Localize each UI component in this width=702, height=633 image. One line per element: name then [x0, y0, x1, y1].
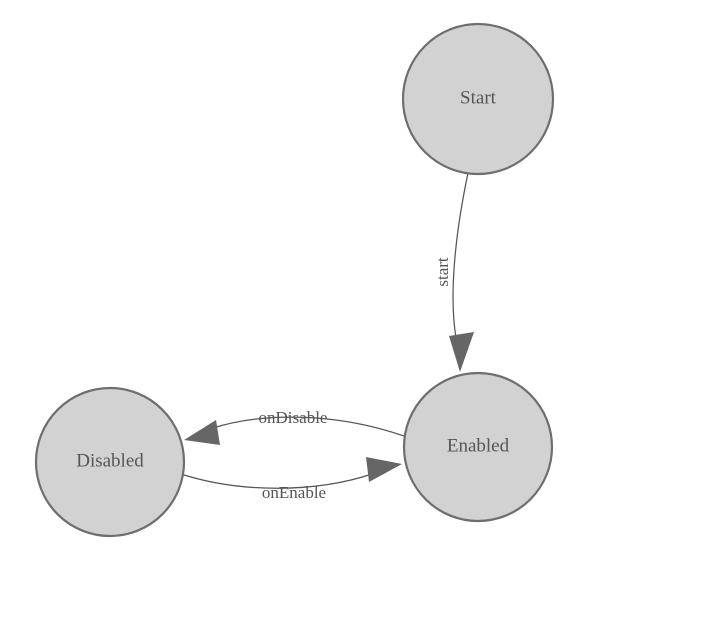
edge-disabled-to-enabled-path [180, 473, 373, 489]
edge-start-to-enabled[interactable]: start [433, 172, 474, 372]
node-disabled-label: Disabled [76, 450, 144, 471]
node-enabled-label: Enabled [447, 435, 510, 456]
edge-label-onenable: onEnable [262, 483, 326, 502]
edge-label-ondisable: onDisable [259, 408, 328, 427]
edge-disabled-to-enabled[interactable]: onEnable [180, 457, 402, 502]
edge-enabled-to-disabled[interactable]: onDisable [184, 408, 405, 445]
edge-enabled-to-disabled-arrowhead [184, 420, 220, 445]
node-start-label: Start [460, 87, 497, 108]
edge-enabled-to-disabled-path [212, 416, 405, 437]
node-enabled[interactable]: Enabled [402, 371, 554, 523]
node-disabled-circle [34, 386, 186, 538]
edge-disabled-to-enabled-arrowhead [366, 457, 402, 482]
node-start-circle [401, 22, 555, 176]
node-enabled-circle [402, 371, 554, 523]
edge-start-to-enabled-arrowhead [449, 332, 474, 372]
edge-label-start: start [433, 257, 452, 287]
edge-start-to-enabled-path [452, 172, 469, 339]
node-disabled[interactable]: Disabled [34, 386, 186, 538]
node-start[interactable]: Start [401, 22, 555, 176]
